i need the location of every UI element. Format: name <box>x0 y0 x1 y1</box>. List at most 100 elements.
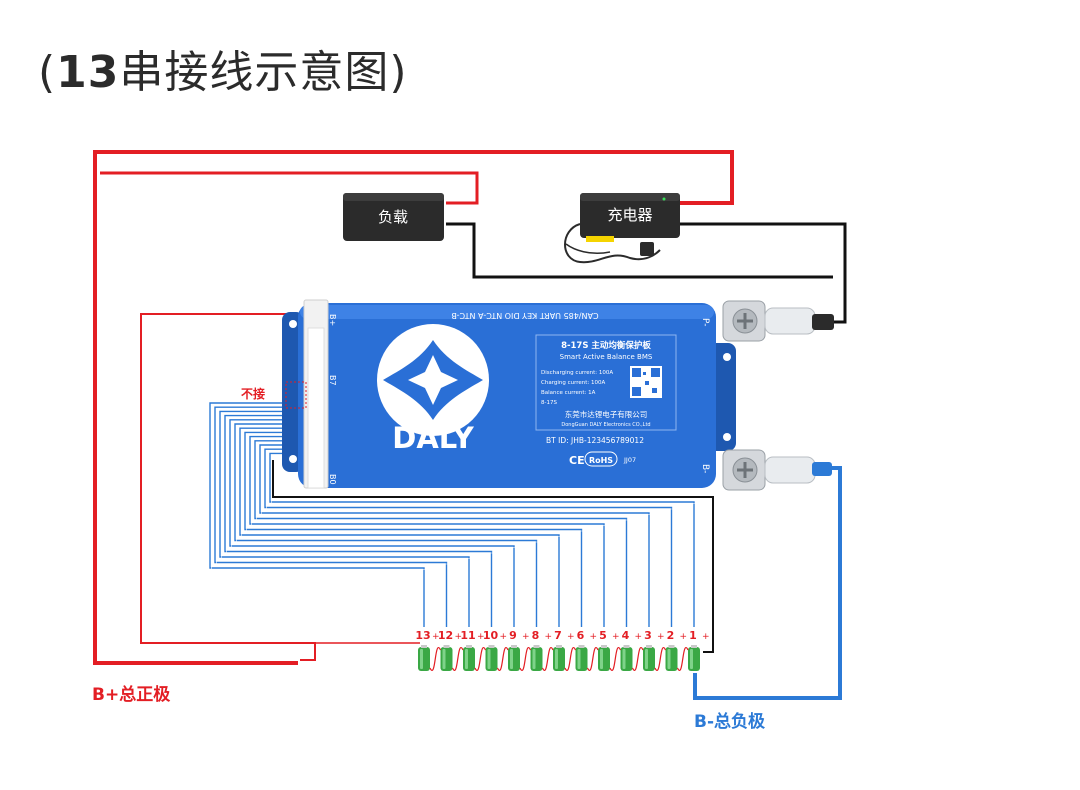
balance-wire <box>264 448 673 627</box>
cell <box>620 645 633 671</box>
balance-wire-highlight <box>251 437 606 629</box>
balance-wire-highlight <box>241 429 561 629</box>
bplus-sense-wire <box>140 313 316 661</box>
terminal-b-label: B- <box>700 464 710 473</box>
cell-number: 12 <box>438 629 453 642</box>
cert-marks: CE RoHS JJ07 <box>569 451 636 467</box>
bminus-wire <box>693 466 842 700</box>
load-device: 负载 <box>343 193 444 241</box>
cell-plus-sign: + <box>522 632 530 642</box>
balance-wire-highlight <box>211 404 426 629</box>
cell-plus-sign: + <box>432 632 440 642</box>
series-link <box>474 647 487 671</box>
charger-label: 充电器 <box>607 206 652 224</box>
balance-wire <box>239 427 560 627</box>
charger-negative-wire <box>680 222 847 324</box>
cell-number: 13 <box>415 629 430 642</box>
bms-subtitle: Smart Active Balance BMS <box>560 353 653 361</box>
cell-plus-sign: + <box>455 632 463 642</box>
cell-number: 7 <box>554 629 562 642</box>
bms-port-labels: CAN/485 UART KEY DIO NTC-A NTC-B <box>451 311 598 320</box>
ce-mark: CE <box>569 454 585 467</box>
cell-number: 6 <box>577 629 585 642</box>
bms-spec-panel: 8-17S 主动均衡保护板 Smart Active Balance BMS D… <box>535 334 677 431</box>
cell-plus-sign: + <box>567 632 575 642</box>
balance-wire-highlight <box>221 412 471 629</box>
series-link <box>586 647 599 671</box>
balance-wire-highlight <box>216 408 449 629</box>
bminus-total-label: B-总负极 <box>694 711 765 732</box>
spec-line: Balance current: 1A <box>541 390 596 396</box>
balance-wire <box>254 440 628 627</box>
cell-plus-sign: + <box>657 632 665 642</box>
balance-wire-highlight <box>256 441 629 629</box>
cell <box>485 645 498 671</box>
cell <box>688 645 700 671</box>
bms-model: 8-17S 主动均衡保护板 <box>561 340 651 351</box>
p-minus-terminal <box>722 300 834 342</box>
no-connect-marker: 不接 <box>241 381 307 409</box>
cell-plus-sign: + <box>635 632 643 642</box>
qr-code <box>630 366 662 398</box>
balance-wire <box>249 435 605 627</box>
series-link <box>631 647 644 671</box>
cell-plus-sign: + <box>477 632 485 642</box>
balance-wire <box>209 402 425 627</box>
series-link <box>676 647 689 671</box>
title-count: 13 <box>56 47 120 98</box>
series-link <box>609 647 622 671</box>
balance-wire <box>219 410 470 627</box>
battery-cells: 13+12+11+10+9+8+7+6+5+4+3+2+1+ <box>415 629 710 671</box>
cell-number: 4 <box>622 629 630 642</box>
series-link <box>451 647 464 671</box>
cell-series-links <box>429 647 689 671</box>
balance-wire <box>244 431 583 627</box>
cell-plus-sign: + <box>545 632 553 642</box>
page-title: (13串接线示意图) <box>38 36 408 100</box>
pin-bplus-label: B+ <box>328 314 337 326</box>
balance-wire <box>269 452 695 627</box>
rohs-mark: RoHS <box>589 456 613 465</box>
pin-b7-label: B7 <box>328 375 337 386</box>
title-close-paren: ) <box>389 47 408 98</box>
cell-plus-sign: + <box>702 632 710 642</box>
spec-line: Discharging current: 100A <box>541 370 613 376</box>
balance-wire <box>214 406 448 627</box>
jj07-mark: JJ07 <box>623 456 636 464</box>
cell-number: 10 <box>483 629 499 642</box>
series-link <box>541 647 554 671</box>
bt-id: BT ID: JHB-123456789012 <box>546 436 644 445</box>
series-link <box>496 647 509 671</box>
cell <box>530 645 543 671</box>
company-cn: 东莞市达锂电子有限公司 <box>565 409 648 419</box>
balance-wire <box>229 419 515 627</box>
balance-wire-highlight <box>246 433 584 629</box>
balance-wire-highlight <box>266 450 674 629</box>
cell-plus-sign: + <box>500 632 508 642</box>
cell <box>418 645 430 671</box>
charger-cable <box>564 223 661 264</box>
bplus-total-label: B+总正极 <box>92 684 170 705</box>
brand-name: DALY <box>392 421 474 455</box>
terminal-p-label: P- <box>700 318 710 326</box>
balance-wire-highlight <box>236 425 539 629</box>
no-connect-label: 不接 <box>241 386 265 401</box>
cell <box>463 645 475 671</box>
bms-board: CAN/485 UART KEY DIO NTC-A NTC-B B+ B7 B… <box>298 299 716 489</box>
cell-number: 1 <box>689 629 697 642</box>
spec-line: Charging current: 100A <box>541 380 606 386</box>
cell-plus-sign: + <box>612 632 620 642</box>
title-text: 串接线示意图 <box>119 47 390 98</box>
load-label: 负载 <box>378 208 408 226</box>
b0-wire <box>272 460 714 653</box>
charger-device: 充电器 <box>564 193 680 264</box>
series-link <box>654 647 667 671</box>
pin-b0-label: B0 <box>328 474 337 485</box>
cell-number: 9 <box>509 629 517 642</box>
cell <box>440 645 453 671</box>
cell-plus-sign: + <box>590 632 598 642</box>
cell-number: 11 <box>460 629 475 642</box>
cell-plus-sign: + <box>680 632 688 642</box>
cell-number: 3 <box>644 629 652 642</box>
